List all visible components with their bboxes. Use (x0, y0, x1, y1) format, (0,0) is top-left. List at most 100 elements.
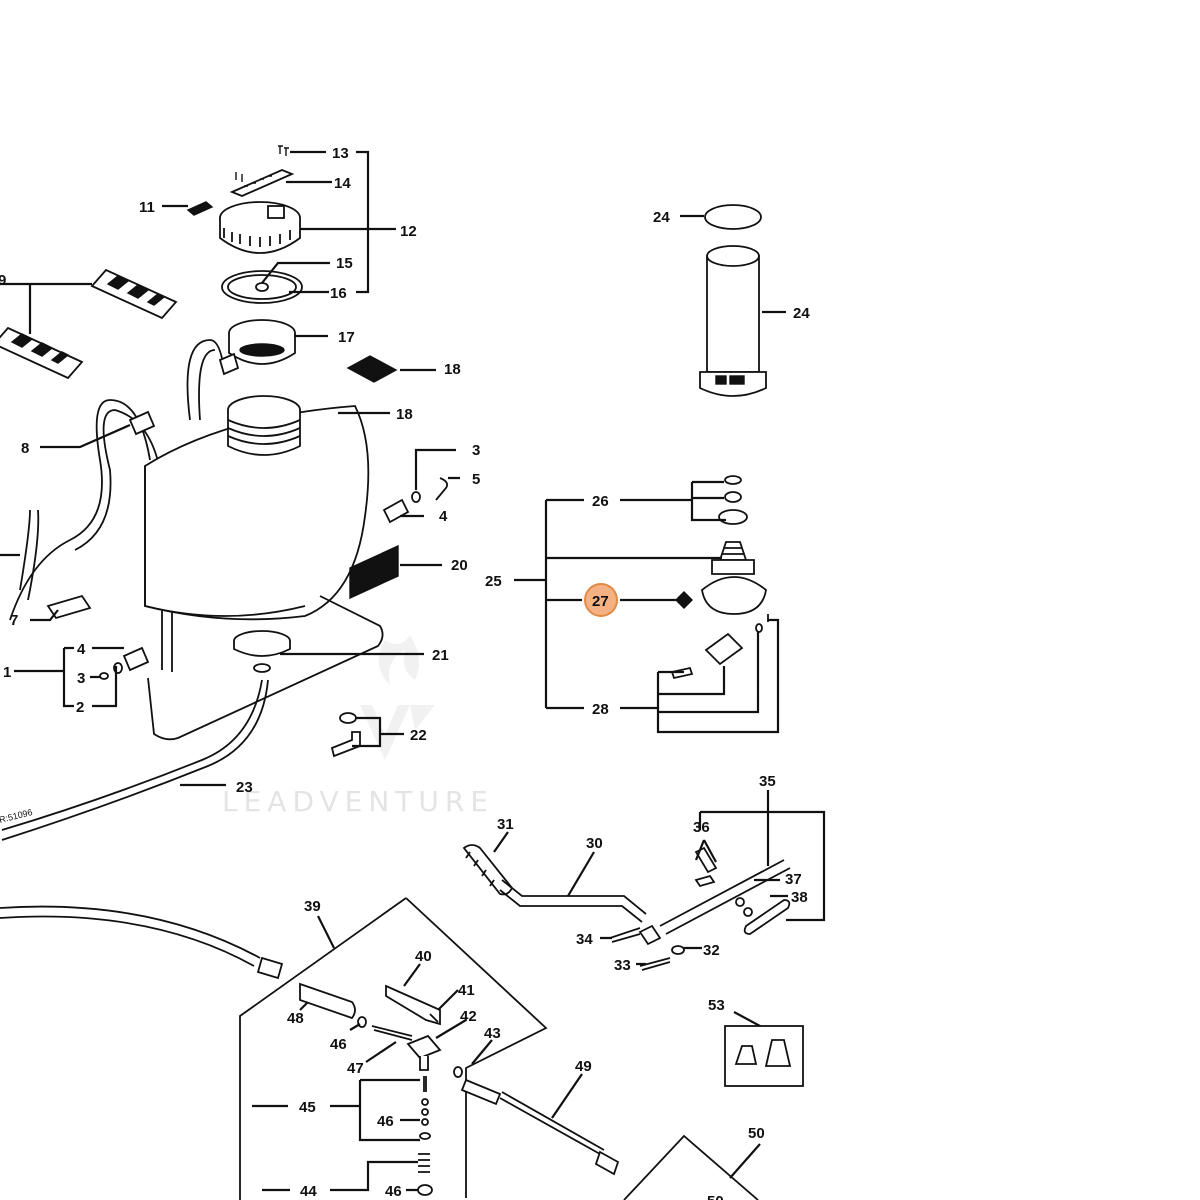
part-26-seals-icon[interactable] (718, 475, 748, 525)
part-label-8[interactable]: 8 (21, 440, 29, 457)
part-label-31[interactable]: 32 (703, 942, 720, 959)
part-label-2[interactable]: 2 (76, 699, 84, 716)
part-36-nut-icon[interactable] (735, 897, 753, 917)
part-37-link-icon[interactable] (743, 899, 791, 935)
part-41-valve-icon[interactable] (406, 1034, 442, 1071)
part-label-15[interactable]: 16 (330, 285, 347, 302)
part-43-spring-icon[interactable] (418, 1153, 430, 1173)
part-5-clip-icon[interactable] (435, 477, 449, 501)
part-label-25[interactable]: 25 (485, 573, 502, 590)
part-21-elbow-icon[interactable] (330, 712, 361, 758)
part-label-49[interactable]: 50 (748, 1125, 765, 1142)
part-label-48[interactable]: 49 (575, 1058, 592, 1075)
part-label-9[interactable]: 9 (0, 272, 6, 289)
part-8-strap-icon[interactable] (9, 339, 240, 621)
part-label-37[interactable]: 38 (791, 889, 808, 906)
part-label-38[interactable]: 39 (304, 898, 321, 915)
part-12-screws-icon[interactable] (278, 145, 289, 156)
part-label-30[interactable]: 31 (497, 816, 514, 833)
part-17-label-icon[interactable] (346, 355, 398, 383)
part-label-20[interactable]: 21 (432, 647, 449, 664)
part-label-17[interactable]: 18 (444, 361, 461, 378)
part-label-34[interactable]: 35 (759, 773, 776, 790)
part-label-42[interactable]: 43 (484, 1025, 501, 1042)
part-label-36[interactable]: 37 (785, 871, 802, 888)
part-9-pads-icon[interactable] (0, 268, 178, 380)
part-label-39[interactable]: 40 (415, 948, 432, 965)
part-46-spring-icon[interactable] (371, 1025, 413, 1041)
part-label-19[interactable]: 20 (451, 557, 468, 574)
part-30-grip-icon[interactable] (462, 844, 514, 896)
part-label-4-right[interactable]: 4 (439, 508, 448, 525)
part-3-oring-icon[interactable] (411, 491, 421, 503)
part-16-strainer-icon[interactable] (228, 319, 296, 365)
part-40-clip-icon[interactable] (429, 1013, 439, 1023)
part-label-22[interactable]: 23 (236, 779, 253, 796)
part-label-23[interactable]: 24 (793, 305, 810, 322)
part-28-valve-icon[interactable] (670, 614, 769, 680)
part-label-27[interactable]: 27 (592, 593, 609, 610)
part-label-3-right[interactable]: 3 (472, 442, 480, 459)
part-label-16[interactable]: 17 (338, 329, 355, 346)
part-1-fitting-set-icon[interactable] (99, 646, 150, 680)
part-53-nozzles-icon[interactable] (724, 1025, 804, 1087)
part-label-5[interactable]: 5 (472, 471, 480, 488)
part-label-12[interactable]: 13 (332, 145, 349, 162)
part-label-35[interactable]: 36 (693, 819, 710, 836)
part-10-label-icon[interactable] (186, 201, 214, 216)
part-47-handle-icon[interactable] (299, 982, 356, 1020)
part-label-45-top[interactable]: 46 (330, 1036, 347, 1053)
part-label-43[interactable]: 44 (300, 1183, 317, 1200)
part-11-cap-icon[interactable] (219, 201, 301, 254)
part-label-46[interactable]: 47 (347, 1060, 364, 1077)
part-19-label-icon[interactable] (349, 544, 399, 600)
part-label-45-bottom[interactable]: 46 (385, 1183, 402, 1200)
highlight-part-27-marker[interactable] (584, 583, 618, 617)
part-label-33[interactable]: 34 (576, 931, 593, 948)
part-22-hose-icon[interactable] (0, 679, 269, 967)
part-29-lever-icon[interactable] (499, 879, 662, 946)
part-label-24[interactable]: 24 (653, 209, 670, 226)
part-label-50[interactable]: 50 (707, 1193, 724, 1200)
part-44-parts-icon[interactable] (423, 1076, 427, 1092)
part-18-tank-icon[interactable] (144, 395, 370, 621)
part-label-21[interactable]: 22 (410, 727, 427, 744)
part-label-13[interactable]: 14 (334, 175, 351, 192)
part-13-bracket-icon[interactable] (229, 169, 295, 197)
part-39-handle-icon[interactable] (385, 984, 441, 1026)
watermark-text: LEADVENTURE (222, 785, 494, 818)
part-label-40[interactable]: 41 (458, 982, 475, 999)
part-label-45-mid[interactable]: 46 (377, 1113, 394, 1130)
part-label-41[interactable]: 42 (460, 1008, 477, 1025)
part-42-oring-icon[interactable] (453, 1066, 463, 1078)
part-14-valve-icon[interactable] (255, 282, 269, 292)
part-label-29[interactable]: 30 (586, 835, 603, 852)
part-label-44[interactable]: 45 (299, 1099, 316, 1116)
part-25-pump-icon[interactable] (701, 541, 767, 615)
part-45-seal-icon[interactable] (357, 1016, 433, 1196)
part-label-26[interactable]: 26 (592, 493, 609, 510)
part-label-14[interactable]: 15 (336, 255, 353, 272)
part-label-7[interactable]: 7 (10, 612, 18, 629)
part-27-label-icon[interactable] (675, 591, 693, 609)
part-label-53[interactable]: 53 (708, 997, 725, 1014)
part-label-3-left[interactable]: 3 (77, 670, 85, 687)
part-31-washer-icon[interactable] (671, 945, 685, 955)
part-33-pin-icon[interactable] (609, 927, 641, 943)
part-label-4-left[interactable]: 4 (77, 641, 86, 658)
part-label-47[interactable]: 48 (287, 1010, 304, 1027)
part-label-28[interactable]: 28 (592, 701, 609, 718)
part-label-11[interactable]: 12 (400, 223, 417, 240)
part-4-fitting-icon[interactable] (382, 498, 410, 524)
part-label-1[interactable]: 1 (3, 664, 11, 681)
part-label-32[interactable]: 33 (614, 957, 631, 974)
part-20-pump-base-icon[interactable] (233, 630, 291, 673)
hose-end-icon[interactable] (256, 956, 284, 980)
part-48-wand-icon[interactable] (460, 1078, 620, 1176)
part-label-18[interactable]: 18 (396, 406, 413, 423)
part-label-10[interactable]: 11 (139, 199, 155, 216)
part-23-cylinder-icon[interactable] (699, 245, 767, 397)
part-24-oring-icon[interactable] (704, 204, 762, 230)
part-7-buckle-icon[interactable] (19, 509, 92, 620)
